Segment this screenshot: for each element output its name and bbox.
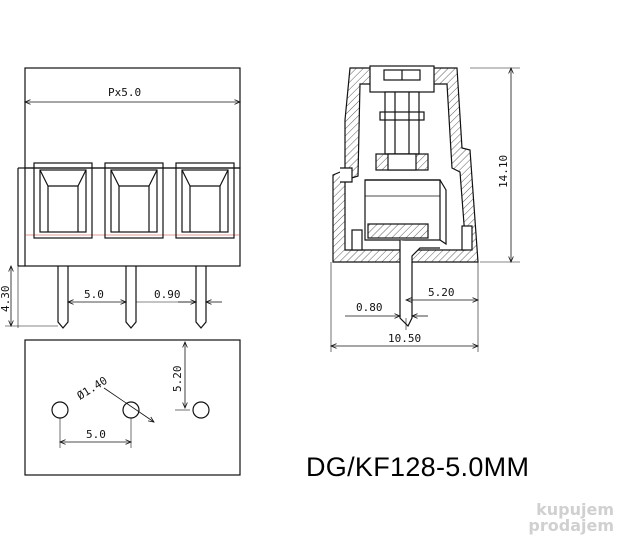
bottom-body [24,339,241,476]
pitch-total-label: Px5.0 [108,86,141,99]
pin-offset-label: 5.20 [428,286,455,299]
watermark-line-1: kupujem [536,500,614,519]
pin-length-label: 4.30 [0,286,12,313]
depth-label: 10.50 [388,332,421,345]
hole-spacing-label: 5.0 [86,428,106,441]
clamp-plate [367,223,429,239]
screw-shaft [384,91,420,155]
front-body-top [24,67,241,169]
bottom-view [24,339,241,476]
part-number-title: DG/KF128-5.0MM [306,452,530,482]
side-dimensions [331,68,520,352]
hole-diameter-label: Ø1.40 [75,374,110,403]
screw-opening-3 [175,162,235,239]
hole-1 [51,401,69,419]
front-dimensions [5,102,240,328]
side-view [332,65,479,328]
hole-offset-label: 5.20 [171,366,184,393]
front-view [17,67,241,329]
front-pin-2 [125,266,137,329]
hole-3 [192,401,210,419]
pin-spacing-label: 5.0 [84,288,104,301]
front-body-bottom [24,167,241,267]
watermark: kupujem prodajem [514,502,614,534]
screw-opening-1 [33,162,93,239]
bottom-dimensions [60,342,190,448]
pin-width-label: 0.90 [154,288,181,301]
front-pin-1 [57,266,69,329]
watermark-line-2: prodajem [528,516,614,535]
hole-diameter-leader [103,387,154,422]
screw-opening-2 [104,162,164,239]
pin-thickness-label: 0.80 [356,301,383,314]
front-pin-3 [195,266,207,329]
height-label: 14.10 [497,155,510,188]
